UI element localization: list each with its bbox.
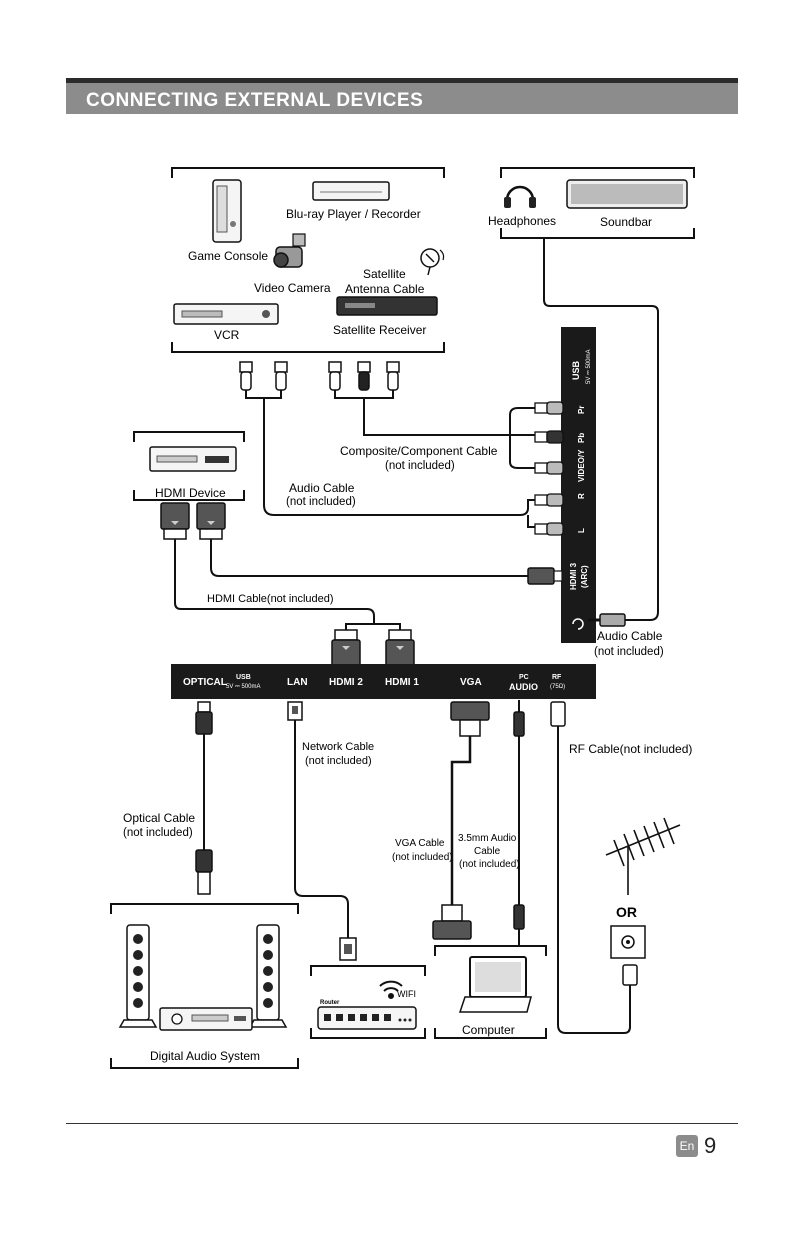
side-pb-label: Pb — [577, 433, 586, 443]
hdmi-cable-label: HDMI Cable(not included) — [207, 593, 334, 605]
hdmi3-plug — [527, 567, 563, 585]
side-rca-plugs — [534, 401, 564, 536]
video-camera-icon — [273, 233, 306, 268]
headphones-label: Headphones — [488, 214, 556, 228]
rca-plugs-top — [239, 361, 400, 391]
side-hdmi3-label: HDMI 3 — [569, 562, 578, 590]
composite-not-included: (not included) — [385, 460, 455, 472]
satellite-label: Satellite — [363, 267, 406, 281]
page-title: CONNECTING EXTERNAL DEVICES — [86, 90, 424, 111]
bluray-player-icon — [312, 181, 390, 201]
hdmi2-port-label: HDMI 2 — [329, 677, 363, 688]
optical-not-included: (not included) — [123, 827, 193, 839]
audio-receiver-icon — [159, 1007, 253, 1031]
tv-side-panel: USB 5V ⎓ 500mA Pr Pb VIDEO/Y R L HDMI 3 … — [561, 327, 596, 643]
language-badge: En — [676, 1135, 698, 1157]
audio-out-group: Headphones Soundbar — [488, 167, 695, 239]
side-video-y-label: VIDEO/Y — [577, 449, 586, 482]
network-not-included: (not included) — [305, 755, 372, 767]
headphone-jack-icon — [572, 618, 584, 630]
router-label: Router — [320, 1000, 340, 1006]
rf-port-label: RF — [552, 674, 562, 681]
side-usb-label: USB — [571, 360, 581, 380]
digital-audio-label: Digital Audio System — [150, 1049, 260, 1063]
satellite-dish-icon — [420, 248, 445, 276]
side-audio-cable-label: Audio Cable — [597, 629, 663, 643]
title-top-rule — [66, 78, 738, 83]
wifi-icon — [379, 980, 403, 999]
audio-cable-label: Audio Cable — [289, 481, 355, 495]
or-label: OR — [616, 904, 637, 920]
footer-rule — [66, 1123, 738, 1124]
hdmi-device-icon — [149, 446, 237, 472]
side-pr-label: Pr — [577, 406, 586, 414]
title-band: CONNECTING EXTERNAL DEVICES — [66, 83, 738, 114]
laptop-icon — [458, 956, 532, 1013]
side-usb-spec: 5V ⎓ 500mA — [586, 350, 592, 384]
audio-cable-lines — [245, 390, 535, 528]
hdmi-device-group — [133, 431, 245, 501]
vga-port-label: VGA — [460, 677, 482, 688]
optical-cable — [195, 701, 213, 895]
audio-35-label: 3.5mm Audio — [458, 833, 517, 844]
vga-cable — [432, 701, 490, 940]
usb-port-label: USB — [236, 674, 251, 681]
optical-cable-label: Optical Cable — [123, 811, 195, 825]
bluray-label: Blu-ray Player / Recorder — [286, 207, 421, 221]
vga-cable-label: VGA Cable — [395, 838, 445, 849]
headphone-cable — [543, 238, 659, 627]
soundbar-icon — [566, 179, 688, 209]
pc-port-label: PC — [519, 674, 529, 681]
rf-port-spec: (75Ω) — [550, 684, 565, 690]
router-icon — [317, 1006, 417, 1030]
video-camera-label: Video Camera — [254, 281, 331, 295]
soundbar-label: Soundbar — [600, 215, 652, 229]
computer-label: Computer — [462, 1023, 515, 1037]
lan-port-label: LAN — [287, 677, 308, 688]
rf-cable-label: RF Cable(not included) — [569, 742, 692, 756]
composite-cable-label: Composite/Component Cable — [340, 444, 498, 458]
headphones-icon — [504, 185, 536, 208]
tv-bottom-panel: OPTICAL USB 5V ⎓ 500mA LAN HDMI 2 HDMI 1… — [171, 664, 596, 699]
audio-35-cable-label: Cable — [474, 846, 501, 857]
game-console-icon — [212, 179, 242, 243]
vcr-icon — [173, 303, 279, 325]
network-cable-label: Network Cable — [302, 741, 374, 753]
antenna-cable-label: Antenna Cable — [345, 282, 425, 296]
satellite-receiver-label: Satellite Receiver — [333, 323, 426, 337]
wifi-label: WIFI — [397, 989, 416, 999]
pc-audio-port-label: AUDIO — [509, 682, 538, 692]
hdmi-top-plugs — [331, 629, 415, 667]
optical-port-label: OPTICAL — [183, 677, 227, 688]
vga-not-included: (not included) — [392, 852, 453, 863]
lan-cable — [287, 701, 357, 961]
rf-cable — [550, 701, 638, 1034]
hdmi1-port-label: HDMI 1 — [385, 677, 419, 688]
component-cable-lines — [334, 390, 535, 469]
pc-audio-cable — [513, 700, 525, 945]
computer-group — [434, 945, 547, 1039]
antenna-icon — [605, 817, 681, 895]
left-speaker-icon — [119, 924, 157, 1028]
hdmi-device-label: HDMI Device — [155, 486, 226, 500]
digital-audio-group — [110, 903, 299, 1069]
page-number: 9 — [704, 1133, 717, 1158]
av-devices-group: Game Console Blu-ray Player / Recorder V… — [171, 167, 445, 353]
hdmi-cable-lines — [174, 539, 528, 634]
wall-outlet-icon — [610, 925, 646, 959]
vcr-label: VCR — [214, 328, 240, 342]
side-arc-label: (ARC) — [580, 565, 589, 588]
audio-35-not-included: (not included) — [459, 859, 520, 870]
side-r-label: R — [577, 493, 586, 499]
audio-cable-not-included: (not included) — [286, 496, 356, 508]
right-speaker-icon — [249, 924, 287, 1028]
side-l-label: L — [577, 528, 586, 533]
usb-port-spec: 5V ⎓ 500mA — [226, 684, 260, 690]
hdmi-device-plugs — [160, 502, 226, 540]
game-console-label: Game Console — [188, 249, 268, 263]
router-group — [310, 965, 426, 1039]
satellite-receiver-icon — [336, 296, 438, 316]
side-audio-not-included: (not included) — [594, 646, 664, 658]
